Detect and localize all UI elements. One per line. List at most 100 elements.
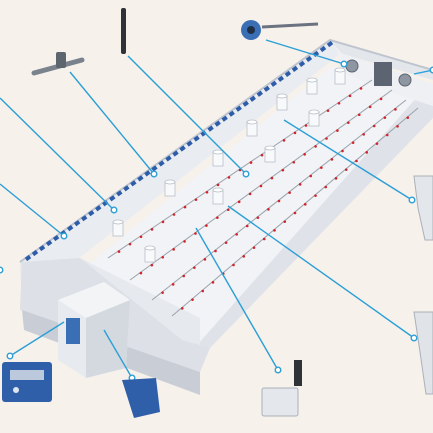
nipple xyxy=(394,108,397,111)
nipple xyxy=(326,109,330,112)
callout-dot xyxy=(274,366,282,374)
nipple xyxy=(205,224,208,227)
nipple xyxy=(334,177,338,180)
nipple xyxy=(117,250,121,253)
roof-ridge xyxy=(330,40,433,80)
nipple xyxy=(252,246,256,249)
sidewall-inlet xyxy=(305,55,313,63)
nipple xyxy=(304,124,308,127)
nipple xyxy=(161,220,165,224)
antenna-icon xyxy=(121,8,126,54)
nipple xyxy=(344,168,348,171)
nipple xyxy=(325,137,328,140)
control-panel-icon xyxy=(2,362,52,402)
nipple xyxy=(128,242,132,246)
entry-room-side xyxy=(86,300,130,378)
ceiling-chimney-icon xyxy=(413,311,433,395)
sidewall-inlet xyxy=(256,90,263,97)
nipple xyxy=(406,116,410,119)
sidewall-inlet xyxy=(123,185,130,192)
sidewall-inlet xyxy=(270,80,278,87)
sidewall-inlet xyxy=(193,135,200,142)
hopper-callout xyxy=(195,227,282,374)
feeder-pan-callout xyxy=(227,205,418,342)
nipple xyxy=(172,248,175,251)
sidewall-inlet xyxy=(221,115,228,122)
inlet-callout-2 xyxy=(69,71,158,178)
duct-fan-callout xyxy=(265,39,348,68)
callout-dot xyxy=(110,206,118,214)
nipple xyxy=(288,191,291,194)
chimney xyxy=(144,245,156,263)
nipple xyxy=(216,216,219,219)
nipple xyxy=(201,289,205,293)
callout-dot xyxy=(410,334,418,342)
duct-fan-icon xyxy=(122,378,160,418)
sidewall-inlet xyxy=(95,205,102,212)
nipple xyxy=(281,168,285,172)
nipple xyxy=(180,307,184,310)
nipple xyxy=(256,216,260,219)
nipple xyxy=(194,198,198,201)
nipple xyxy=(351,141,355,144)
nipple xyxy=(309,174,313,178)
nipple xyxy=(224,241,228,244)
chimney-top xyxy=(306,77,318,83)
far-door xyxy=(374,62,392,86)
chimney-top xyxy=(212,149,224,155)
chimney xyxy=(212,187,224,205)
sidewall-inlet xyxy=(242,100,249,107)
nipple xyxy=(232,263,235,267)
nipple xyxy=(194,232,197,235)
callout-line xyxy=(283,119,413,201)
entry-room-roof xyxy=(58,282,130,318)
nipple xyxy=(379,97,383,101)
nipple xyxy=(273,229,276,232)
nipple xyxy=(139,235,143,239)
sidewall-inlet xyxy=(130,180,137,187)
callout-dot xyxy=(242,170,250,178)
chimney xyxy=(276,93,288,111)
nipple xyxy=(248,192,252,196)
nipple xyxy=(237,200,241,204)
sidewall-inlet xyxy=(319,45,327,53)
ridge-line xyxy=(19,38,433,263)
callout-line xyxy=(69,71,155,175)
sidewall-inlet xyxy=(284,70,292,77)
nipple xyxy=(324,185,328,189)
nipple xyxy=(303,203,307,206)
pipe-clamp-icon xyxy=(31,52,85,76)
gable-fan-1 xyxy=(345,59,359,73)
chimney xyxy=(308,109,320,127)
nipple xyxy=(183,205,187,209)
nipple xyxy=(336,129,339,132)
antenna-callout xyxy=(127,55,250,178)
chimney-top xyxy=(334,67,346,73)
callout-dot xyxy=(429,66,433,74)
gable-fan-callout xyxy=(6,321,65,360)
nipple xyxy=(314,194,317,197)
callout-lines xyxy=(0,39,433,382)
nipple xyxy=(139,271,143,275)
nipple-callout xyxy=(413,66,433,75)
nipple xyxy=(203,258,207,261)
chimney xyxy=(112,219,124,237)
nipple xyxy=(375,142,379,145)
chimney-top xyxy=(276,93,288,99)
climate-sensor-icon xyxy=(261,360,302,417)
nipple xyxy=(226,208,230,212)
chimney-top xyxy=(144,245,156,251)
callout-dot xyxy=(340,60,348,68)
chimney-top xyxy=(212,187,224,193)
sidewall-inlet xyxy=(235,105,242,112)
entry-door xyxy=(66,318,80,344)
nipple xyxy=(227,176,231,179)
nipple xyxy=(183,240,186,243)
sidewall-inlet xyxy=(116,190,123,197)
callout-dot xyxy=(150,170,158,178)
callout-line xyxy=(127,55,247,175)
sidewall-inlet xyxy=(45,239,53,247)
nipple xyxy=(330,158,334,161)
sidewall-inlet xyxy=(277,75,285,82)
